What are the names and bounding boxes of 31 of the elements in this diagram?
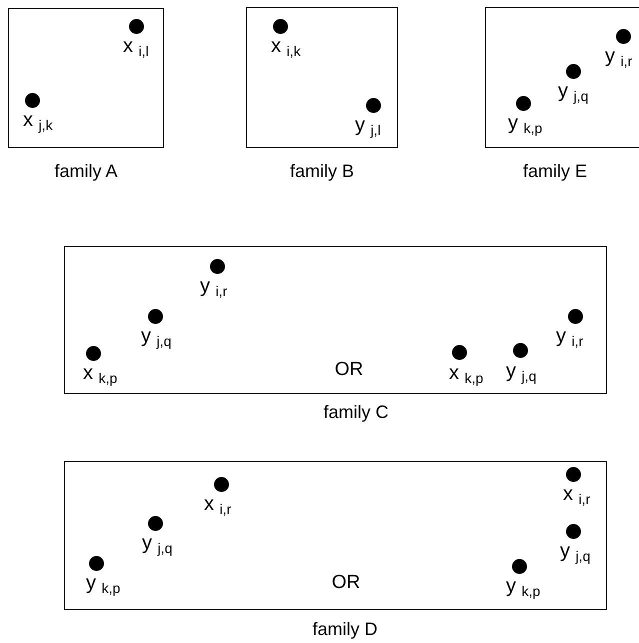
point-label: y $_{j,q}$ <box>558 80 588 102</box>
point-label: y $_{i,r}$ <box>556 325 584 347</box>
point-label: y $_{k,p}$ <box>508 112 542 134</box>
point-label: y $_{k,p}$ <box>86 572 120 594</box>
point-label: y $_{j,q}$ <box>506 360 536 382</box>
point-label: x $_{i,l}$ <box>123 35 149 57</box>
point-label: x $_{i,r}$ <box>563 483 590 505</box>
point-label: y $_{i,r}$ <box>605 45 632 67</box>
point-label: x $_{i,r}$ <box>204 493 232 515</box>
point-label: x $_{k,p}$ <box>83 362 118 384</box>
separator-text: OR <box>332 572 360 594</box>
point-label: y $_{j,l}$ <box>355 114 381 136</box>
point-label: x $_{i,k}$ <box>271 35 301 57</box>
panel-frame <box>64 461 607 610</box>
point-label: y $_{k,p}$ <box>506 575 540 597</box>
point-label: y $_{j,q}$ <box>560 540 590 562</box>
point-label: y $_{j,q}$ <box>141 325 172 347</box>
panel-caption: family D <box>312 619 378 640</box>
panel-caption: family A <box>54 161 118 182</box>
panel-frame <box>64 246 607 394</box>
point-label: x $_{k,p}$ <box>449 362 484 384</box>
panel-caption: family E <box>523 161 587 182</box>
panel-frame <box>246 7 398 148</box>
point-label: y $_{j,q}$ <box>142 532 172 554</box>
point-label: y $_{i,r}$ <box>200 275 228 297</box>
point-label: x $_{j,k}$ <box>23 109 53 131</box>
panel-caption: family C <box>324 402 388 423</box>
panel-frame <box>485 7 639 148</box>
panel-caption: family B <box>290 161 354 182</box>
separator-text: OR <box>334 359 364 381</box>
panel-frame <box>8 8 164 148</box>
